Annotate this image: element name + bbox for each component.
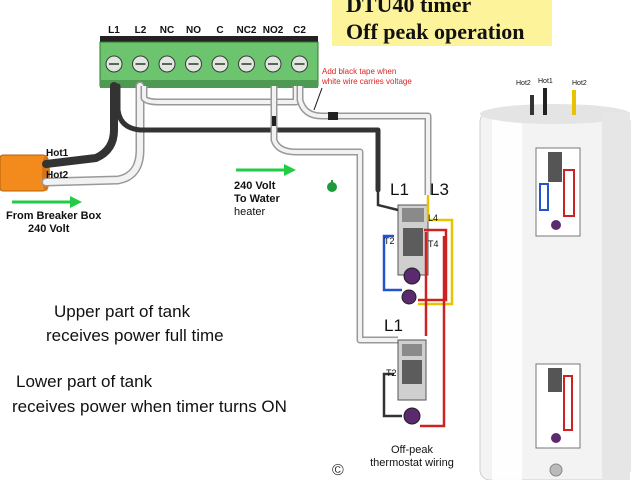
water-heater-arrow: [236, 164, 296, 176]
terminal-label-c2: C2: [293, 25, 306, 36]
lower-explanation-line-2: receives power when timer turns ON: [12, 397, 287, 416]
copyright-symbol: ©: [332, 462, 344, 479]
upper-explanation-line-2: receives power full time: [46, 326, 224, 345]
terminal-label-no2: NO2: [262, 25, 284, 36]
breaker-voltage-label: 240 Volt: [28, 223, 70, 235]
water-heater-tank: [479, 88, 631, 480]
tank-hot2-left-label: Hot2: [516, 80, 531, 87]
output-wire-to-upper-thermostat: [296, 86, 432, 195]
terminal-label-l1: L1: [108, 25, 120, 36]
upper-t2-label: T2: [384, 236, 395, 246]
breaker-arrow: [12, 196, 82, 208]
title-line-1: DTU40 timer: [346, 0, 472, 17]
terminal-label-l2: L2: [134, 25, 147, 36]
water-heater-feed-line-3: heater: [234, 206, 266, 218]
title-line-2: Off peak operation: [346, 19, 525, 44]
output-wire-to-water-heater: [270, 86, 398, 344]
offpeak-caption-line-1: Off-peak: [391, 444, 433, 456]
water-heater-feed-label: 240 Volt To Water heater: [234, 180, 280, 219]
t4-label: T4: [428, 239, 439, 249]
tape-note-pointer: [313, 87, 323, 111]
tape-note-line-2: white wire carries voltage: [322, 77, 412, 86]
timer-terminal-block: [99, 36, 319, 88]
jumper-wire-l2: [140, 86, 300, 106]
tank-hot1-label: Hot1: [538, 78, 553, 85]
lower-thermostat: [397, 339, 427, 425]
tape-note-line-1: Add black tape when: [322, 67, 397, 76]
terminal-label-nc: NC: [159, 25, 175, 36]
hot1-label: Hot1: [46, 148, 69, 159]
upper-explanation-line-1: Upper part of tank: [54, 302, 191, 321]
offpeak-caption: Off-peak thermostat wiring: [362, 444, 462, 470]
supply-cable: [0, 154, 50, 192]
l4-label: L4: [428, 213, 439, 223]
upper-thermostat: [397, 204, 429, 305]
upper-l3-label: L3: [430, 180, 449, 199]
jumper-wire-l1: [115, 83, 381, 193]
terminal-label-nc2: NC2: [236, 25, 257, 36]
lower-explanation-line-1: Lower part of tank: [16, 372, 153, 391]
title-box: [332, 0, 552, 46]
tank-hot2-right-label: Hot2: [572, 80, 587, 87]
water-heater-feed-line-2: To Water: [234, 193, 280, 205]
hot1-wire: [42, 82, 118, 168]
upper-l1-label: L1: [390, 180, 409, 199]
upper-thermostat-wires: [376, 190, 454, 306]
terminal-label-c: C: [216, 25, 224, 36]
water-heater-feed-line-1: 240 Volt: [234, 180, 276, 192]
terminal-label-no: NO: [186, 25, 201, 36]
hot2-label: Hot2: [46, 170, 69, 181]
hot2-wire: [41, 81, 145, 187]
lower-thermostat-wires: [382, 232, 446, 428]
tape-note: Add black tape when white wire carries v…: [322, 67, 412, 87]
breaker-box-label: From Breaker Box: [6, 210, 102, 222]
lower-l1-label: L1: [384, 316, 403, 335]
offpeak-caption-line-2: thermostat wiring: [370, 457, 454, 469]
lower-t2-label: T2: [386, 368, 397, 378]
wire-nut-icon: [327, 180, 337, 192]
